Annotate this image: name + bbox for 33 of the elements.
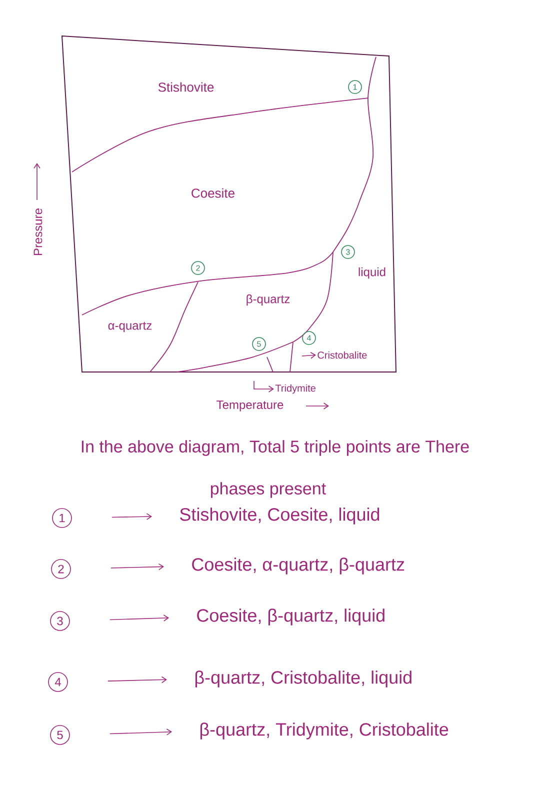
axis-label: Temperature (216, 400, 284, 412)
callout-number: 3 (50, 611, 70, 631)
callout-number: 1 (348, 80, 362, 94)
arrow (109, 728, 172, 736)
region-label: α-quartz (108, 322, 152, 332)
phase-list: Coesite, α-quartz, β-quartz (192, 558, 404, 574)
callout-number: 3 (341, 245, 355, 259)
callout-number: 5 (252, 337, 266, 351)
callout-number: 5 (50, 725, 70, 745)
callout-number: 1 (52, 508, 72, 528)
callout-number: 2 (191, 261, 205, 275)
arrow (109, 614, 170, 622)
phase-list: β-quartz, Cristobalite, liquid (195, 670, 412, 688)
region-label: Coesite (192, 188, 234, 198)
leader-arrow (254, 380, 274, 392)
callout-number: 4 (48, 672, 68, 692)
arrow (110, 563, 164, 570)
phase-list: β-quartz, Tridymite, Cristobalite (200, 722, 448, 740)
callout-number: 2 (51, 559, 71, 579)
note-text: In the above diagram, Total 5 triple points are There (82, 440, 469, 456)
region-label: liquid (358, 267, 386, 279)
arrow (107, 676, 167, 684)
arrow (112, 513, 152, 520)
note-text: phases present (210, 482, 326, 498)
phase-list: Stishovite, Coesite, liquid (180, 508, 380, 524)
phase-list: Coesite, β-quartz, liquid (197, 608, 384, 626)
region-label: Stishovite (158, 82, 214, 92)
region-label: Tridymite (275, 384, 316, 394)
region-label: Cristobalite (318, 351, 367, 359)
callout-number: 4 (302, 331, 316, 345)
leader-arrow (302, 352, 316, 359)
region-label: β-quartz (246, 294, 290, 306)
axis-label: Pressure (34, 208, 42, 256)
